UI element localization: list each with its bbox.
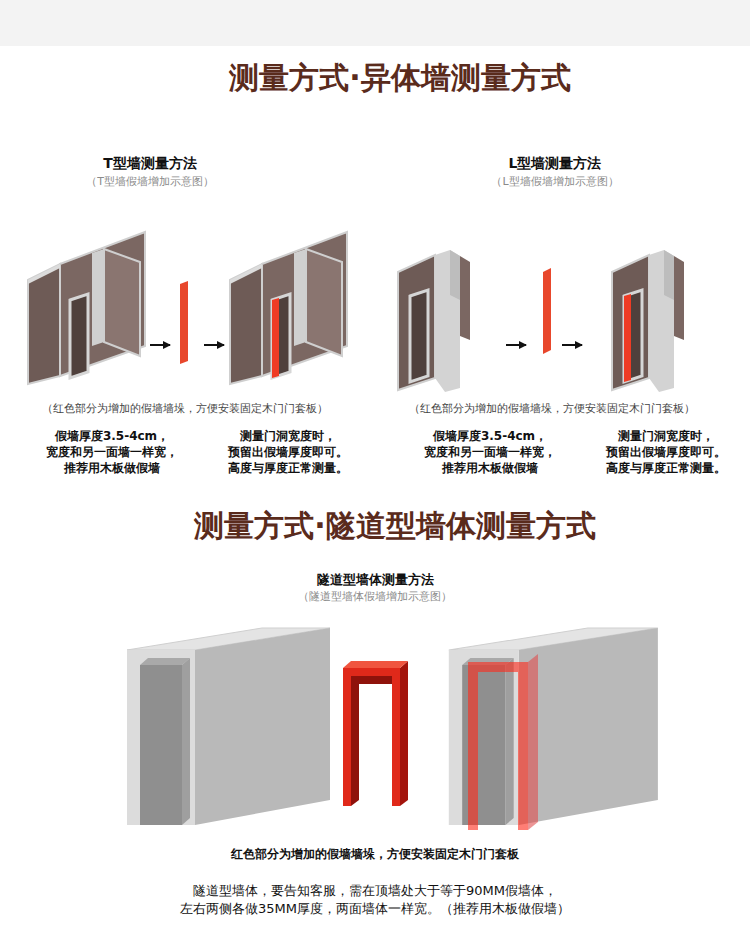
- page-title: 测量方式·异体墙测量方式: [190, 60, 610, 96]
- section-heading: T型墙测量方法: [50, 154, 250, 173]
- note-text: 测量门洞宽度时， 预留出假墙厚度即可。 高度与厚度正常测量。: [594, 428, 739, 477]
- section-heading: L型墙测量方法: [455, 154, 655, 173]
- note: （红色部分为增加的假墙墙垛，方便安装固定木门门套板）: [387, 402, 717, 417]
- note-text: 隧道型墙体，要告知客服，需在顶墙处大于等于90MM假墙体， 左右两侧各做35MM…: [140, 882, 610, 917]
- note-text: 假墙厚度3.5-4cm， 宽度和另一面墙一样宽， 推荐用木板做假墙: [40, 428, 185, 477]
- section-heading: 隧道型墙体测量方法: [265, 571, 485, 589]
- note: （红色部分为增加的假墙墙垛，方便安装固定木门门套板）: [20, 402, 350, 417]
- section-title: 测量方式·隧道型墙体测量方式: [165, 508, 625, 544]
- sub-heading: （T型墙假墙增加示意图）: [50, 175, 250, 190]
- sub-heading: （L型墙假墙增加示意图）: [455, 175, 655, 190]
- note-text: 测量门洞宽度时， 预留出假墙厚度即可。 高度与厚度正常测量。: [216, 428, 361, 477]
- note-text: 假墙厚度3.5-4cm， 宽度和另一面墙一样宽， 推荐用木板做假墙: [418, 428, 563, 477]
- sub-heading: （隧道型墙体假墙增加示意图）: [255, 590, 495, 605]
- note: 红色部分为增加的假墙墙垛，方便安装固定木门门套板: [165, 846, 585, 862]
